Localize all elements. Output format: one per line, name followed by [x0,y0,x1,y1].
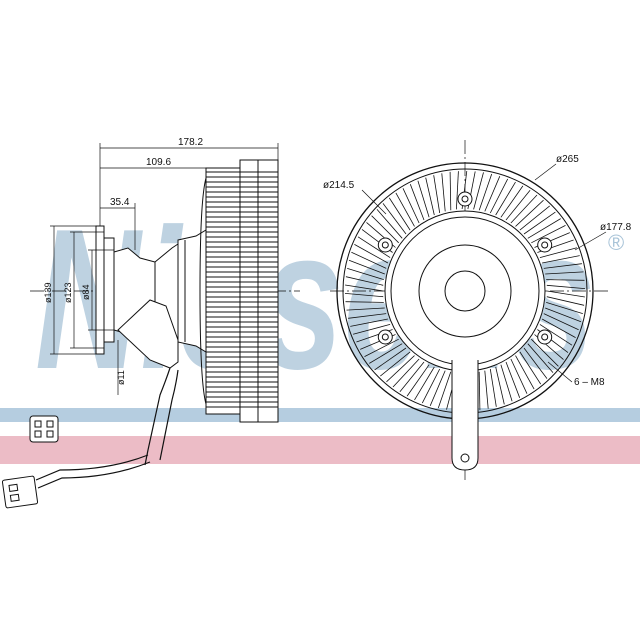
dim-177-8: ø177.8 [600,222,632,233]
dim-139: ø139 [43,282,53,303]
dim-11: ø11 [116,370,126,385]
registered-mark: ® [608,230,624,255]
side-view [30,159,300,489]
cable-plug-icon [1,475,39,509]
side-dim-lines [50,143,279,395]
bolt-spec: 6 – M8 [574,377,605,388]
dim-265: ø265 [556,154,579,165]
front-view [330,140,610,480]
connector-face-icon [29,415,59,443]
dim-84: ø84 [81,284,91,300]
dim-123: ø123 [63,282,73,303]
dim-214-5: ø214.5 [323,180,355,191]
front-leaders [361,163,607,383]
dim-109-6: 109.6 [146,157,171,168]
front-connector-arm [451,360,479,471]
mounting-flange [95,225,105,355]
dim-178-2: 178.2 [178,137,203,148]
sensor-cable [144,367,171,466]
pink-band [0,436,640,464]
dim-35-4: 35.4 [110,197,130,208]
